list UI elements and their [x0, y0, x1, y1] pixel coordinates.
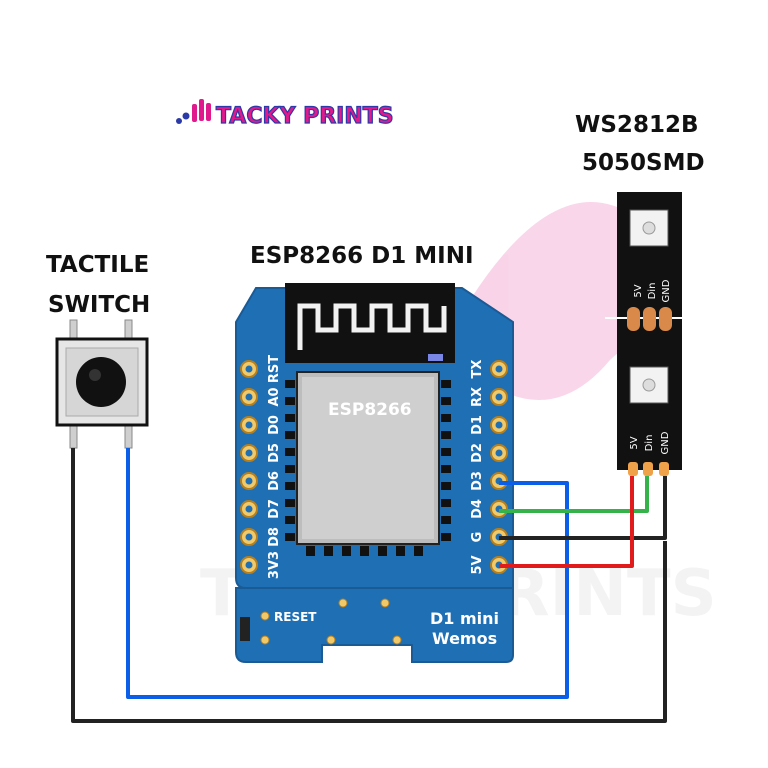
pin-label-d2: D2 — [470, 443, 485, 463]
strip-mid-label-5v: 5V — [633, 284, 644, 297]
model-label-line2: Wemos — [432, 629, 497, 648]
pin-label-5v: 5V — [470, 555, 485, 574]
pin-label-d7: D7 — [267, 499, 282, 519]
model-label-line1: D1 mini — [430, 609, 499, 628]
wire-d4-din — [499, 476, 649, 513]
tactile-switch-title-line1: TACTILE — [46, 252, 149, 278]
logo-text: TACKY PRINTS — [216, 104, 394, 129]
pin-label-a0: A0 — [267, 387, 282, 406]
ws2812b-led-strip: 5V Din GND 5V Din GND — [605, 192, 694, 476]
strip-mid-label-gnd: GND — [661, 279, 672, 302]
pin-label-d4: D4 — [470, 499, 485, 519]
tactile-switch — [55, 319, 149, 449]
pin-label-d3: D3 — [470, 471, 485, 491]
chip-label: ESP8266 — [328, 400, 412, 420]
pin-label-d6: D6 — [267, 471, 282, 491]
pin-label-rx: RX — [470, 387, 485, 407]
led-title-line1: WS2812B — [575, 112, 698, 138]
pin-label-d8: D8 — [267, 527, 282, 547]
esp8266-d1-mini-board: ESP8266 RST A0 D0 D5 — [235, 283, 514, 663]
tactile-switch-title-line2: SWITCH — [48, 292, 150, 318]
logo-mark-icon — [176, 99, 211, 124]
strip-mid-label-din: Din — [647, 283, 658, 300]
wire-switch-gnd — [71, 448, 667, 723]
wire-g-gnd — [499, 476, 667, 540]
pin-label-g: G — [470, 532, 485, 543]
pin-label-tx: TX — [470, 360, 485, 379]
strip-bottom-label-5v: 5V — [629, 436, 640, 449]
wire-switch-d3 — [126, 448, 569, 699]
switch-button-icon — [76, 357, 126, 407]
pin-label-d5: D5 — [267, 443, 282, 463]
led-title-line2: 5050SMD — [582, 150, 705, 176]
wire-5v-5v — [499, 476, 634, 568]
board-title: ESP8266 D1 MINI — [250, 243, 474, 269]
pin-label-rst: RST — [267, 355, 282, 383]
pin-label-3v3: 3V3 — [267, 551, 282, 579]
pin-label-d1: D1 — [470, 415, 485, 435]
strip-bottom-label-gnd: GND — [660, 431, 671, 454]
module-castellations — [285, 380, 451, 556]
wires — [71, 448, 667, 723]
reset-button-icon — [240, 617, 250, 641]
strip-bottom-label-din: Din — [644, 435, 655, 452]
left-pin-header — [240, 360, 258, 574]
reset-label: RESET — [274, 610, 317, 624]
pin-label-d0: D0 — [267, 415, 282, 435]
brand-logo: TACKY PRINTS — [176, 99, 394, 130]
